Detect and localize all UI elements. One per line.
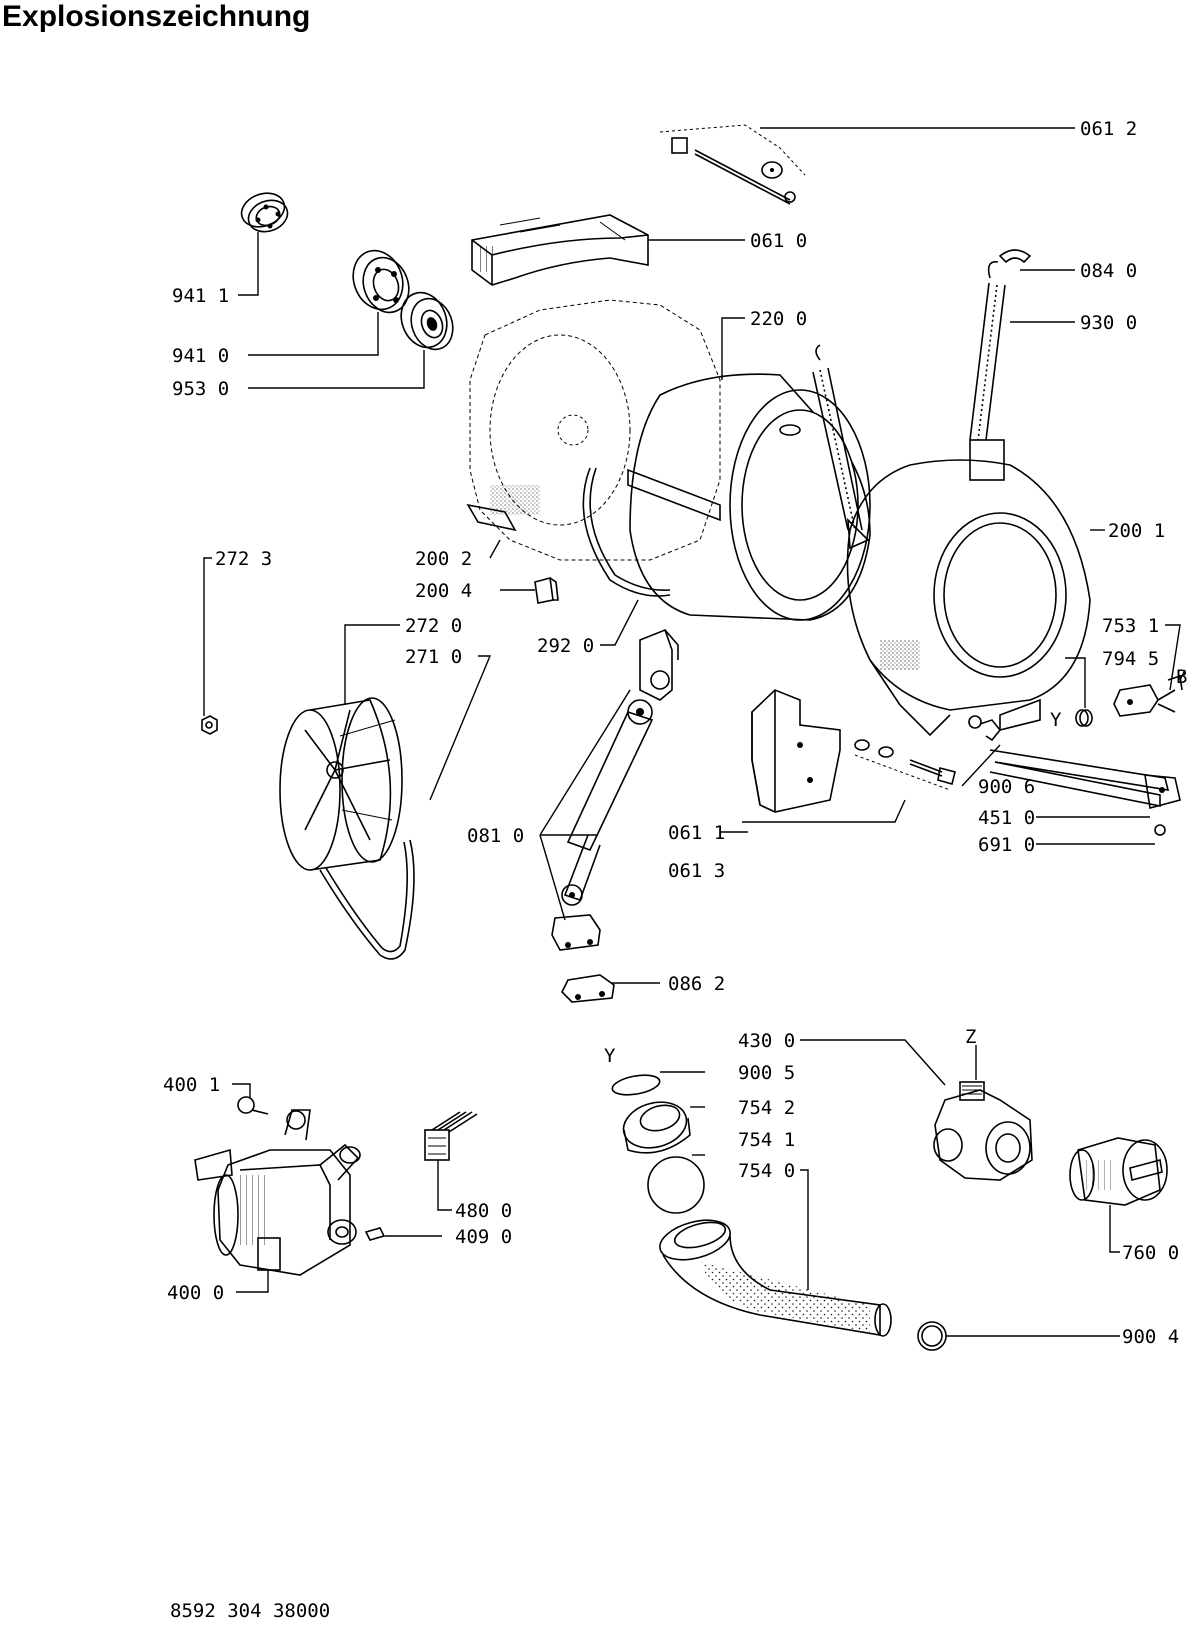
clip-part-0840 <box>998 249 1032 264</box>
motor-part-4000 <box>194 1096 361 1276</box>
document-number: 8592 304 38000 <box>170 1600 331 1622</box>
callout-9005: 900 5 <box>738 1062 795 1084</box>
callout-0862: 086 2 <box>668 973 725 995</box>
bracket-part-0862 <box>561 974 615 1003</box>
page-title: Explosionszeichnung <box>2 0 311 33</box>
callout-y-lower: Y <box>604 1045 616 1067</box>
callout-2004: 200 4 <box>415 580 472 602</box>
callout-0610: 061 0 <box>750 230 807 252</box>
leader-lines <box>203 127 1186 1337</box>
callout-0810: 081 0 <box>467 825 524 847</box>
drum-part-2200 <box>627 373 871 621</box>
callout-7600: 760 0 <box>1122 1242 1179 1264</box>
callout-9411: 941 1 <box>172 285 229 307</box>
heater-part-4510 <box>989 749 1181 810</box>
shock-absorber-part-0810 <box>551 628 679 951</box>
brush-part-4090 <box>364 1227 386 1241</box>
callout-9006: 900 6 <box>978 776 1035 798</box>
callout-2723: 272 3 <box>215 548 272 570</box>
callout-9300: 930 0 <box>1080 312 1137 334</box>
nut-part-2723 <box>201 715 218 735</box>
callout-4800: 480 0 <box>455 1200 512 1222</box>
spring-part-9300 <box>969 261 1006 481</box>
callout-9410: 941 0 <box>172 345 229 367</box>
callout-0840: 084 0 <box>1080 260 1137 282</box>
hose-part-7540 <box>659 1219 892 1337</box>
bolt-set-part-0613 <box>854 739 956 791</box>
callout-4510: 451 0 <box>978 807 1035 829</box>
callout-9004: 900 4 <box>1122 1326 1179 1348</box>
bearing-part-9410 <box>352 249 410 314</box>
filter-part-7600 <box>1069 1137 1168 1206</box>
callout-2200: 220 0 <box>750 308 807 330</box>
callout-b: B <box>1176 666 1187 688</box>
clip-part-9006 <box>979 719 1002 742</box>
callout-4300: 430 0 <box>738 1030 795 1052</box>
callout-4090: 409 0 <box>455 1226 512 1248</box>
callout-z: Z <box>965 1026 976 1048</box>
ball-part-7541 <box>647 1156 705 1214</box>
rod-part-0612 <box>659 124 806 205</box>
connector-part-4800 <box>424 1111 478 1161</box>
ring-part-7542 <box>622 1101 691 1154</box>
callout-0613: 061 3 <box>668 860 725 882</box>
rear-tub-part-2002 <box>466 299 721 561</box>
callout-7542: 754 2 <box>738 1097 795 1119</box>
callout-6910: 691 0 <box>978 834 1035 856</box>
counterweight-part-0611 <box>751 689 841 813</box>
bearing-part-9411 <box>240 192 289 233</box>
clamp-part-9004 <box>917 1321 947 1351</box>
callout-7531: 753 1 <box>1102 615 1159 637</box>
callout-2920: 292 0 <box>537 635 594 657</box>
callout-9530: 953 0 <box>172 378 229 400</box>
callout-2001: 200 1 <box>1108 520 1165 542</box>
front-tub-part-2001 <box>846 459 1091 737</box>
callout-0612: 061 2 <box>1080 118 1137 140</box>
callout-7945: 794 5 <box>1102 648 1159 670</box>
counterweight-part-0610 <box>471 214 649 286</box>
belt-part-2710 <box>319 839 415 960</box>
callout-0611: 061 1 <box>668 822 725 844</box>
pulley-part-2720 <box>279 697 403 871</box>
pump-part-4300 <box>933 1081 1033 1181</box>
callout-y-upper: Y <box>1050 709 1062 731</box>
clamp-part-9005 <box>611 1074 661 1096</box>
callout-2710: 271 0 <box>405 646 462 668</box>
callout-7541: 754 1 <box>738 1129 795 1151</box>
callout-2002: 200 2 <box>415 548 472 570</box>
clip-part-2004 <box>534 576 559 604</box>
seal-part-9530 <box>400 291 454 351</box>
callout-2720: 272 0 <box>405 615 462 637</box>
seal-ring-part-2920 <box>582 467 671 597</box>
callout-4001: 400 1 <box>163 1074 220 1096</box>
callout-7540: 754 0 <box>738 1160 795 1182</box>
callout-4000: 400 0 <box>167 1282 224 1304</box>
nut-part-6910 <box>1154 824 1166 836</box>
cap-part-7945 <box>1075 709 1093 727</box>
